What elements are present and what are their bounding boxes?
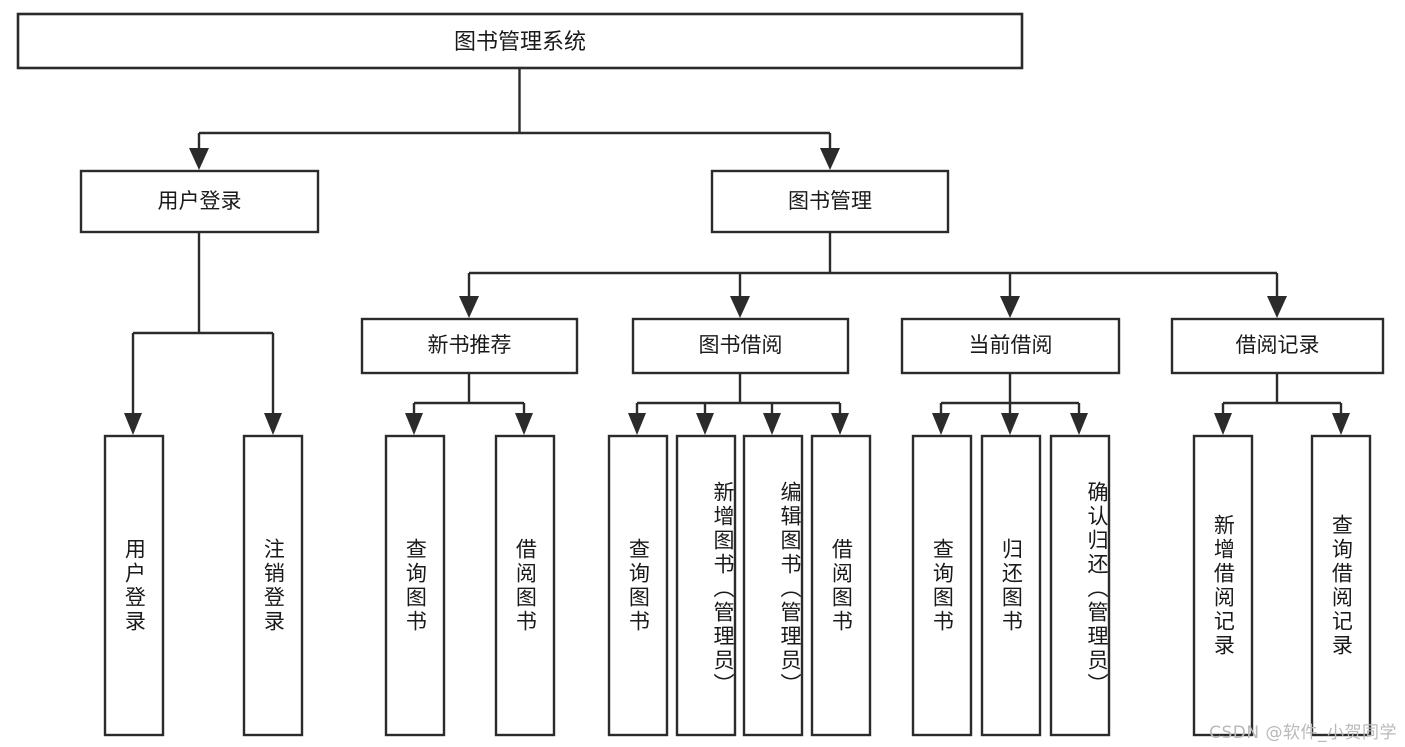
arrow-to-current-borrow (1000, 296, 1020, 318)
node-user-login-label: 用户登录 (158, 189, 242, 213)
arrow-to-leaf-cb-confirm (1070, 413, 1088, 435)
leaf-box-bb-borrow-book[interactable] (810, 434, 872, 737)
arrow-to-book-manage (820, 148, 840, 170)
arrow-to-new-book (459, 296, 479, 318)
leaf-box-br-add-record[interactable] (1192, 434, 1254, 737)
node-new-book-label: 新书推荐 (428, 333, 512, 357)
arrow-to-leaf-user-login (124, 413, 142, 435)
arrow-to-leaf-bb-query (628, 413, 646, 435)
edge-book-manage-trunk (467, 232, 1279, 298)
node-book-manage-label: 图书管理 (788, 189, 872, 213)
arrow-to-user-login (189, 148, 209, 170)
node-book-borrow-box[interactable] (631, 317, 850, 375)
node-borrow-record-label: 借阅记录 (1236, 333, 1320, 357)
node-root-box[interactable] (16, 12, 1024, 70)
leaf-box-cb-return-book[interactable] (980, 434, 1042, 737)
edge-current-borrow-trunk (939, 373, 1081, 415)
node-user-login-box[interactable] (79, 169, 320, 234)
arrow-to-borrow-record (1267, 296, 1287, 318)
edge-book-borrow-trunk (635, 373, 842, 415)
arrow-to-leaf-br-add (1214, 413, 1232, 435)
arrow-to-leaf-br-query (1332, 413, 1350, 435)
arrow-to-leaf-nb-query (405, 413, 423, 435)
arrow-to-leaf-bb-edit (763, 413, 781, 435)
arrow-to-leaf-cb-query (932, 413, 950, 435)
arrow-to-leaf-nb-borrow (515, 413, 533, 435)
node-book-manage-box[interactable] (710, 169, 950, 234)
edge-borrow-record-trunk (1221, 373, 1343, 415)
leaf-box-user-login[interactable] (103, 434, 165, 737)
node-layer: 图书管理系统 用户登录 图书管理 新书推荐 图书借阅 当前借阅 借阅记录 (16, 12, 1385, 737)
node-current-borrow-label: 当前借阅 (969, 333, 1053, 357)
node-new-book-box[interactable] (360, 317, 579, 375)
leaf-box-cb-confirm-return[interactable] (1049, 434, 1111, 737)
leaf-box-nb-query-book[interactable] (384, 434, 446, 737)
arrow-to-book-borrow (730, 296, 750, 318)
edge-new-book-trunk (412, 373, 526, 415)
arrow-to-leaf-bb-add (696, 413, 714, 435)
edge-user-login-trunk (131, 232, 275, 415)
node-borrow-record-box[interactable] (1170, 317, 1385, 375)
edge-layer (124, 68, 1350, 435)
leaf-box-bb-edit-book[interactable] (742, 434, 804, 737)
arrow-to-leaf-logout (264, 413, 282, 435)
leaf-box-cb-query-book[interactable] (911, 434, 973, 737)
leaf-box-nb-borrow-book[interactable] (494, 434, 556, 737)
arrow-to-leaf-cb-return (1001, 413, 1019, 435)
node-root-label: 图书管理系统 (454, 30, 586, 55)
node-book-borrow-label: 图书借阅 (699, 333, 783, 357)
arrow-to-leaf-bb-borrow (831, 413, 849, 435)
node-current-borrow-box[interactable] (900, 317, 1121, 375)
csdn-watermark: CSDN @软件_小贺同学 (1209, 723, 1397, 743)
leaf-box-br-query-record[interactable] (1310, 434, 1372, 737)
edge-root-trunk (197, 68, 832, 150)
leaf-box-logout[interactable] (242, 434, 304, 737)
leaf-box-bb-add-book[interactable] (675, 434, 737, 737)
leaf-box-bb-query-book[interactable] (607, 434, 669, 737)
